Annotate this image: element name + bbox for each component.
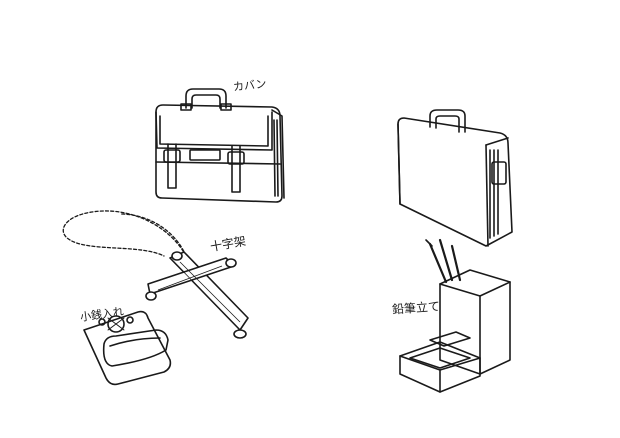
briefcase-side-icon: [398, 110, 512, 246]
briefcase-front-icon: [156, 89, 284, 202]
pencil-stand-icon: [400, 240, 510, 392]
cross-icon: [146, 252, 248, 338]
coin-purse-icon: [84, 312, 170, 385]
pencil-stand-label: 鉛筆立て: [391, 299, 441, 317]
cross-necklace-icon: [63, 211, 186, 256]
bag-label: カバン: [232, 77, 268, 94]
